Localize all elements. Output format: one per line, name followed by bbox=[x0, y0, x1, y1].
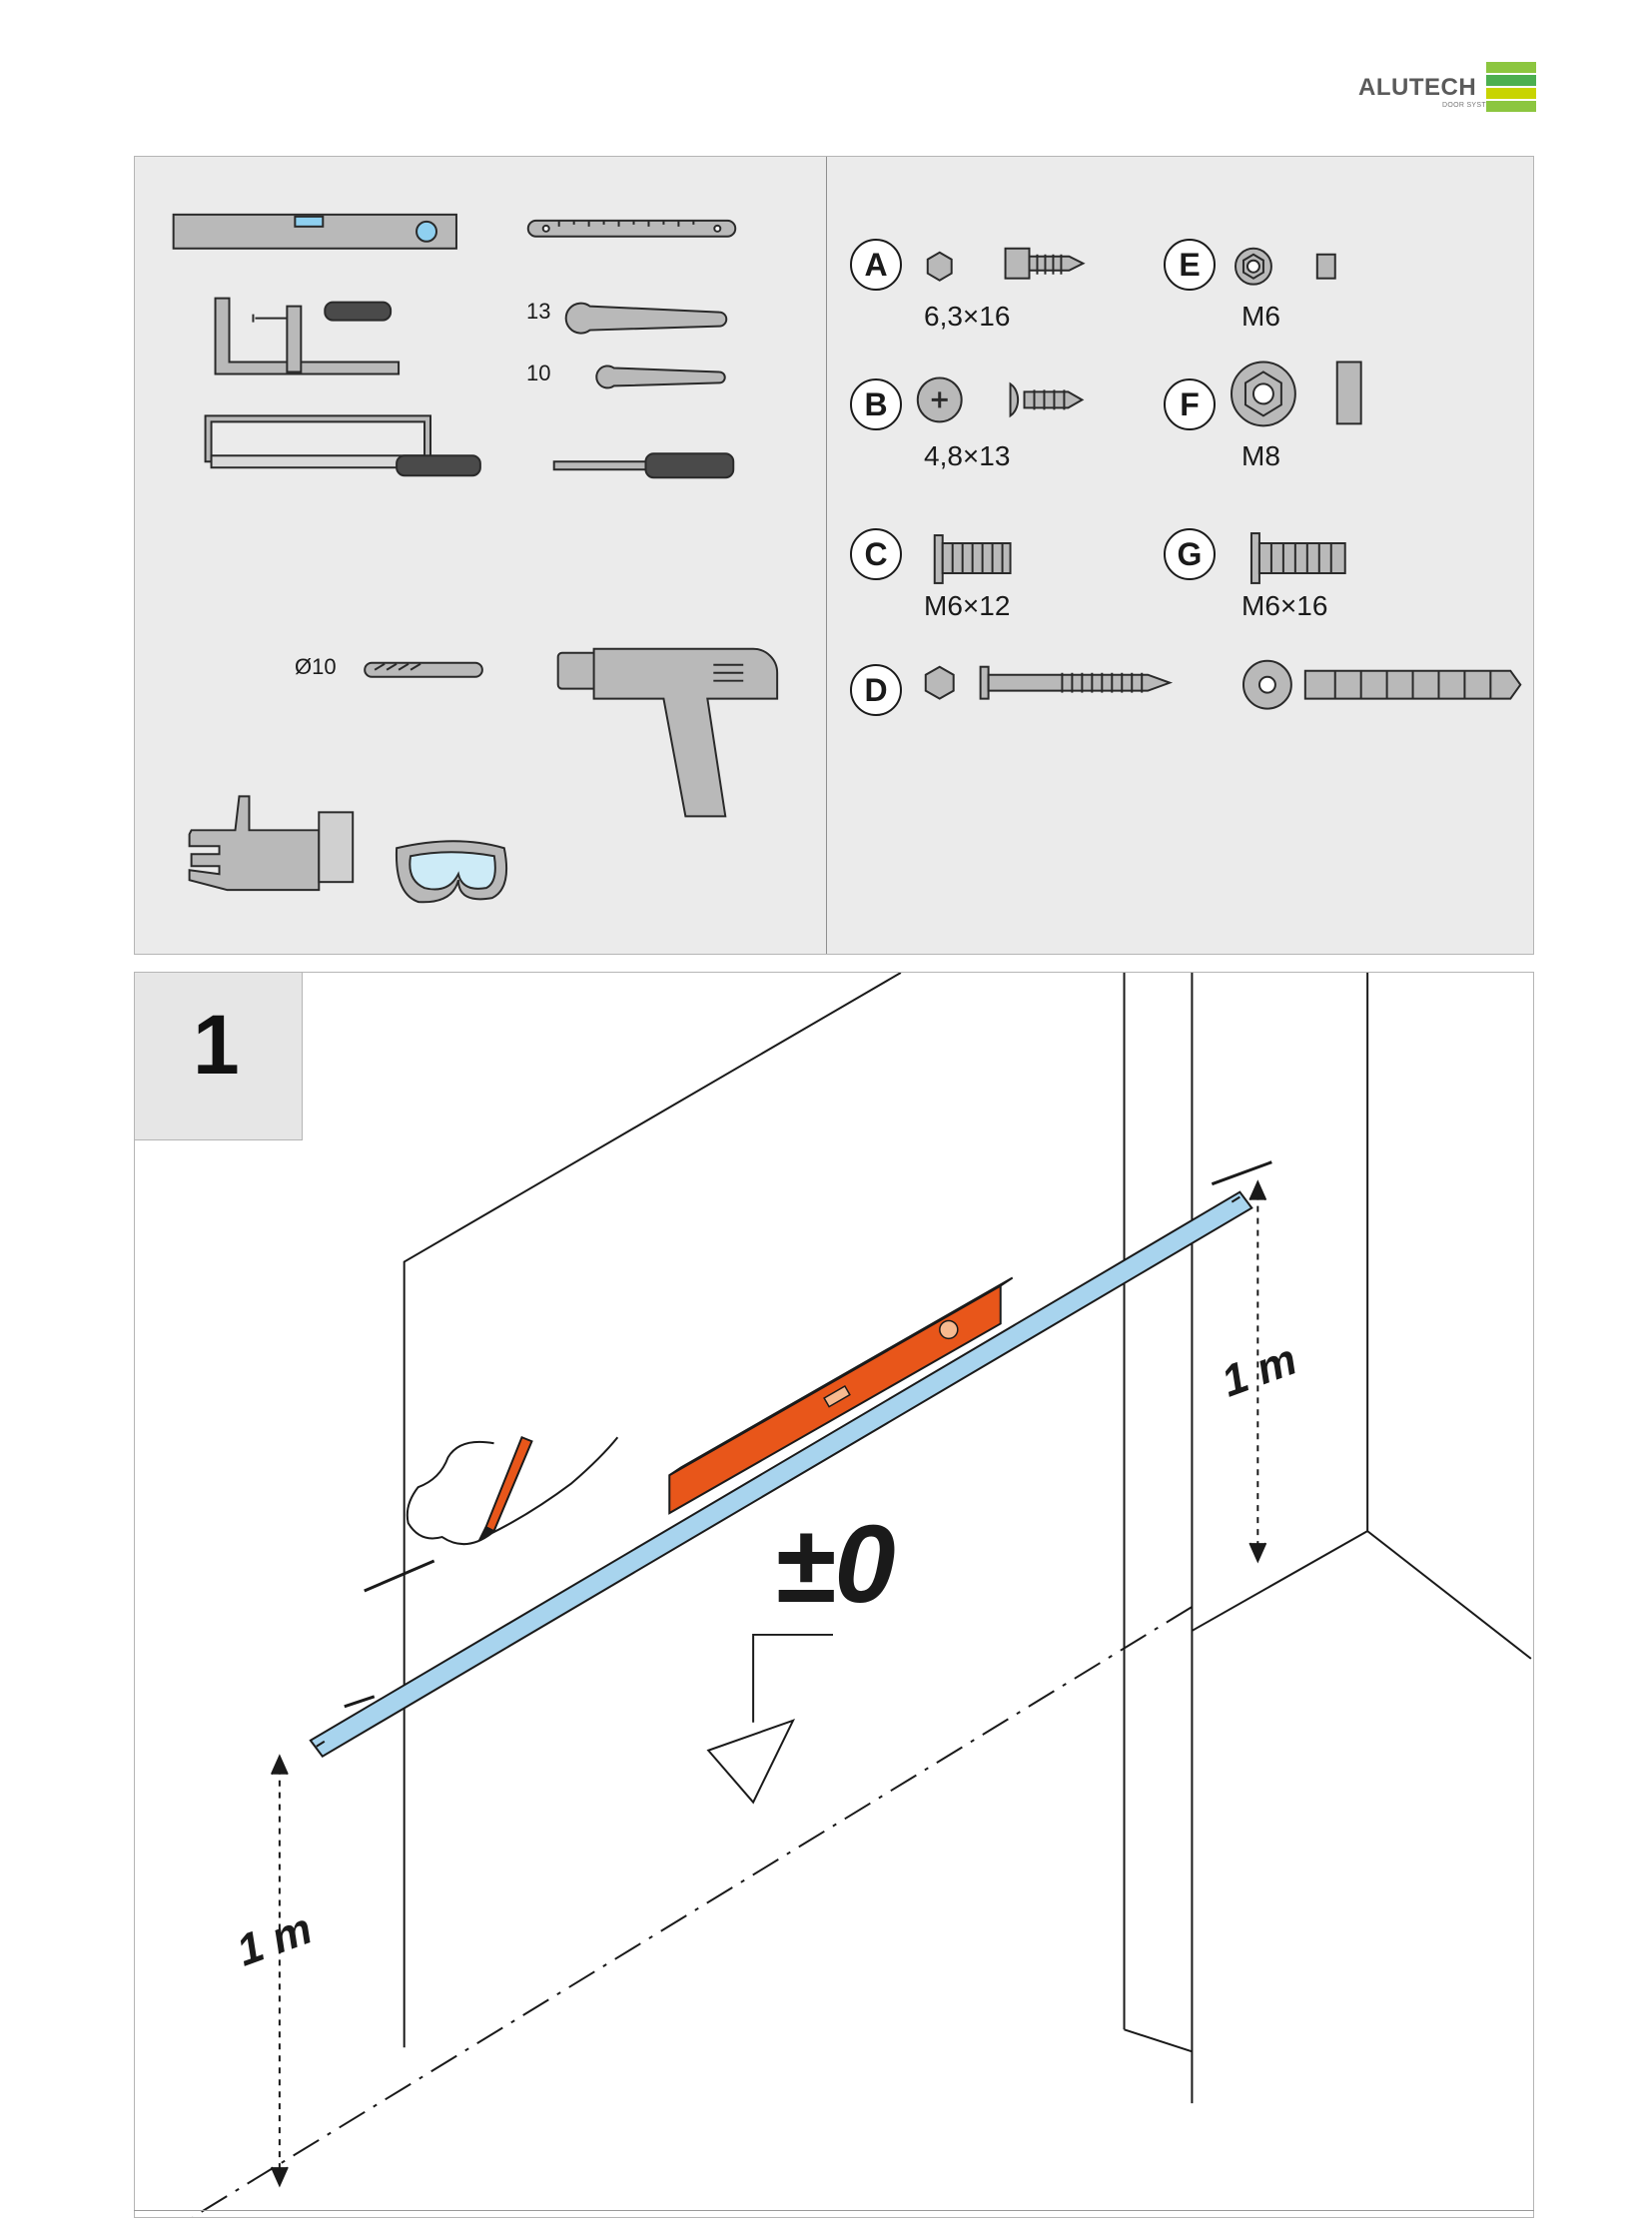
spirit-level-icon bbox=[172, 213, 457, 250]
fastener-letter-d: D bbox=[850, 664, 902, 716]
zero-level-mark: ±0 bbox=[774, 1503, 896, 1626]
bottom-rule bbox=[134, 2210, 1534, 2211]
drill-bit-label: Ø10 bbox=[295, 654, 337, 679]
screwdriver-icon bbox=[552, 452, 735, 479]
fastener-letter-a: A bbox=[850, 239, 902, 291]
wall-left-edge bbox=[403, 973, 902, 2048]
wrench-10-label: 10 bbox=[526, 361, 551, 385]
guide-rail-icon bbox=[309, 1190, 1253, 1759]
brand-name: ALUTECH bbox=[1358, 74, 1477, 101]
fastener-letter-c: C bbox=[850, 528, 902, 580]
drill-bit-icon bbox=[364, 661, 483, 678]
fastener-spec-g: M6×16 bbox=[1241, 590, 1328, 621]
tools-and-fasteners-panel: 13 10 Ø10 A 6,3×16 B 4,8×13 C M6×12 D E … bbox=[134, 156, 1534, 955]
fastener-spec-c: M6×12 bbox=[924, 590, 1011, 621]
step-number: 1 bbox=[193, 998, 240, 1092]
fastener-e-icon bbox=[1234, 247, 1336, 286]
fastener-spec-e: M6 bbox=[1241, 301, 1280, 332]
fastener-spec-f: M8 bbox=[1241, 440, 1280, 471]
washer-and-wall-plug-icon bbox=[1241, 659, 1522, 710]
safety-goggles-icon bbox=[395, 840, 508, 904]
tools-illustration bbox=[172, 213, 1522, 904]
step-number-box: 1 bbox=[135, 973, 303, 1140]
step-1-panel: 1 1 m 1 m ±0 bbox=[134, 972, 1534, 2218]
wall-right-edges bbox=[1123, 973, 1532, 2104]
brand-stripes-icon bbox=[1486, 62, 1536, 112]
power-drill-icon bbox=[556, 647, 779, 818]
fastener-b-icon bbox=[916, 376, 1085, 423]
fastener-c-icon bbox=[933, 534, 1012, 584]
fastener-letter-g: G bbox=[1164, 528, 1216, 580]
step-1-illustration bbox=[192, 973, 1532, 2217]
hand-with-pencil-icon bbox=[364, 1435, 619, 1593]
fastener-a-icon bbox=[926, 247, 1086, 282]
brand-tagline: DOOR SYSTEMS bbox=[1442, 102, 1502, 109]
fastener-f-icon bbox=[1231, 361, 1362, 427]
zero-level-line bbox=[192, 1606, 1193, 2217]
hacksaw-icon bbox=[204, 414, 481, 477]
wrench-10-icon bbox=[595, 365, 726, 389]
fastener-letter-b: B bbox=[850, 378, 902, 430]
fastener-spec-a: 6,3×16 bbox=[924, 301, 1011, 332]
alutech-logo: ALUTECH DOOR SYSTEMS bbox=[1358, 62, 1538, 114]
gloves-icon bbox=[188, 795, 355, 892]
fastener-letter-f: F bbox=[1164, 378, 1216, 430]
fastener-d-icon bbox=[924, 665, 1174, 700]
wrench-13-icon bbox=[564, 302, 728, 335]
panel-divider bbox=[826, 157, 827, 954]
fastener-g-icon bbox=[1249, 532, 1346, 584]
spirit-level-tool-icon bbox=[668, 1276, 1014, 1515]
clamp-icon bbox=[214, 297, 401, 375]
folding-rule-icon bbox=[526, 219, 737, 238]
fastener-spec-b: 4,8×13 bbox=[924, 440, 1011, 471]
fastener-letter-e: E bbox=[1164, 239, 1216, 291]
wrench-13-label: 13 bbox=[526, 299, 551, 324]
